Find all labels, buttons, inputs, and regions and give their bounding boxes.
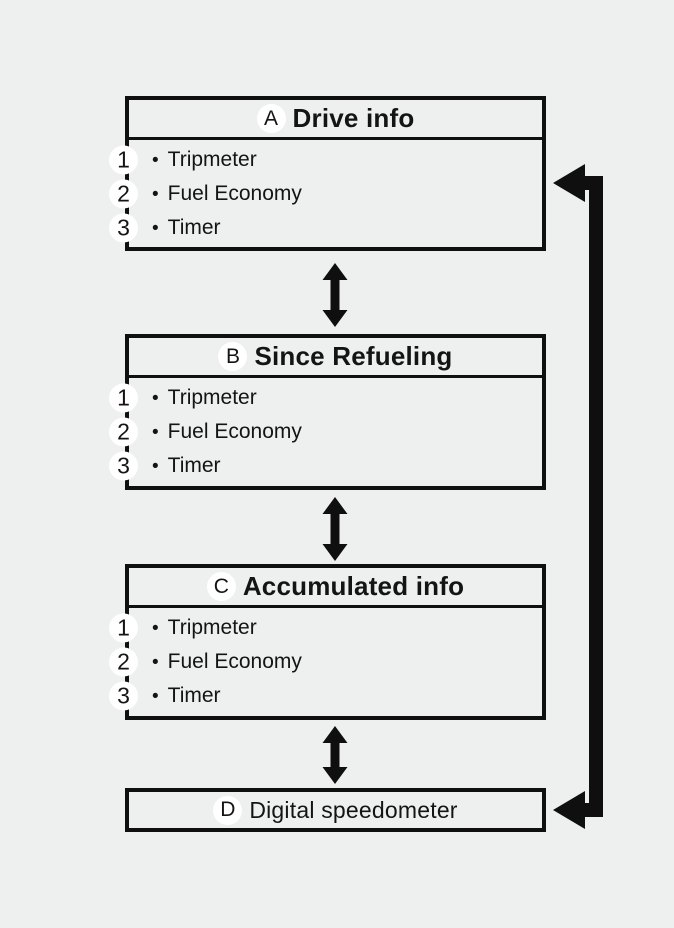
bullet-icon: • — [152, 149, 159, 171]
item-fuel-economy: 2 • Fuel Economy — [109, 415, 542, 449]
panel-title-text: Since Refueling — [254, 341, 453, 371]
panel-title-text: Accumulated info — [242, 571, 465, 601]
item-tripmeter: 1 • Tripmeter — [109, 143, 542, 177]
number-badge-2: 2 — [109, 179, 138, 209]
number-badge-1: 1 — [109, 383, 138, 413]
bullet-icon: • — [152, 421, 159, 443]
panel-accumulated-info-items: 1 • Tripmeter 2 • Fuel Economy 3 • Timer — [109, 608, 542, 713]
bullet-icon: • — [152, 183, 159, 205]
panel-drive-info-items: 1 • Tripmeter 2 • Fuel Economy 3 • Timer — [109, 140, 542, 245]
item-label: Tripmeter — [167, 616, 257, 639]
panel-drive-info-title-bar: A Drive info — [129, 100, 542, 140]
item-timer: 3 • Timer — [109, 211, 542, 245]
item-timer: 3 • Timer — [109, 679, 542, 713]
item-label: Tripmeter — [167, 148, 257, 171]
number-badge-3: 3 — [109, 213, 138, 243]
number-badge-1: 1 — [109, 145, 138, 175]
item-label: Fuel Economy — [167, 420, 302, 443]
item-label: Timer — [167, 216, 221, 239]
item-label: Fuel Economy — [167, 182, 302, 205]
item-label: Timer — [167, 454, 221, 477]
item-fuel-economy: 2 • Fuel Economy — [109, 645, 542, 679]
item-label: Tripmeter — [167, 386, 257, 409]
item-label: Timer — [167, 684, 221, 707]
panel-accumulated-info: C Accumulated info 1 • Tripmeter 2 • Fue… — [109, 564, 546, 720]
number-badge-3: 3 — [109, 451, 138, 481]
panel-digital-speedometer: D Digital speedometer — [125, 788, 546, 832]
item-tripmeter: 1 • Tripmeter — [109, 611, 542, 645]
letter-badge-d: D — [213, 795, 243, 825]
panel-since-refueling-items: 1 • Tripmeter 2 • Fuel Economy 3 • Timer — [109, 378, 542, 483]
panel-accumulated-info-title-bar: C Accumulated info — [129, 568, 542, 608]
panel-digital-speedometer-title-bar: D Digital speedometer — [129, 792, 542, 828]
item-tripmeter: 1 • Tripmeter — [109, 381, 542, 415]
letter-badge-c: C — [206, 572, 236, 601]
up-down-arrow-b-c-icon — [322, 497, 348, 561]
number-badge-3: 3 — [109, 681, 138, 711]
loop-arrow-line — [583, 176, 603, 817]
panel-drive-info: A Drive info 1 • Tripmeter 2 • Fuel Econ… — [109, 96, 546, 251]
panel-title-text: Drive info — [292, 103, 415, 133]
bullet-icon: • — [152, 685, 159, 707]
up-down-arrow-c-d-icon — [322, 726, 348, 784]
item-timer: 3 • Timer — [109, 449, 542, 483]
letter-badge-b: B — [218, 342, 248, 371]
letter-badge-a: A — [256, 104, 286, 133]
loop-arrowhead-bottom-icon — [553, 791, 585, 829]
up-down-arrow-a-b-icon — [322, 263, 348, 327]
panel-since-refueling: B Since Refueling 1 • Tripmeter 2 • Fuel… — [109, 334, 546, 490]
number-badge-2: 2 — [109, 417, 138, 447]
panel-since-refueling-title-bar: B Since Refueling — [129, 338, 542, 378]
bullet-icon: • — [152, 651, 159, 673]
bullet-icon: • — [152, 217, 159, 239]
item-fuel-economy: 2 • Fuel Economy — [109, 177, 542, 211]
bullet-icon: • — [152, 455, 159, 477]
bullet-icon: • — [152, 617, 159, 639]
loop-arrowhead-top-icon — [553, 164, 585, 202]
number-badge-2: 2 — [109, 647, 138, 677]
item-label: Fuel Economy — [167, 650, 302, 673]
number-badge-1: 1 — [109, 613, 138, 643]
bullet-icon: • — [152, 387, 159, 409]
panel-title-text: Digital speedometer — [249, 796, 458, 823]
